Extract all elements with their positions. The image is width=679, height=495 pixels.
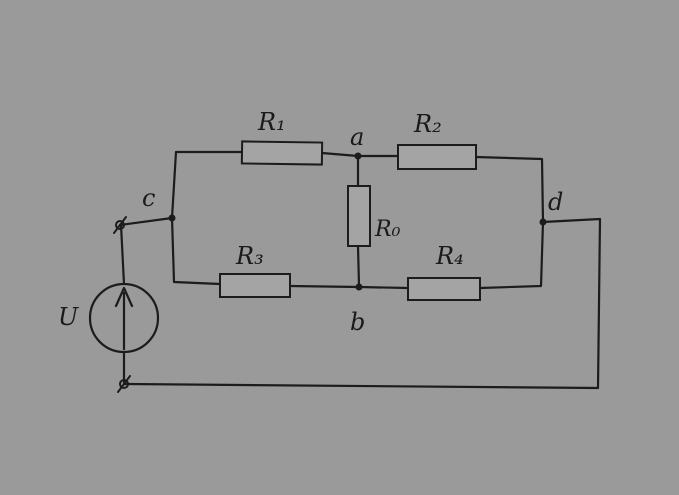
- label-node-a: a: [350, 123, 364, 151]
- wire-r1-a: [320, 151, 360, 158]
- wire-terminal-c: [118, 216, 174, 227]
- terminal-bottom: [117, 375, 131, 393]
- terminal-top: [113, 216, 127, 234]
- label-r1: R₁: [257, 108, 286, 136]
- resistor-r0: [347, 185, 371, 247]
- arrow-up-icon: [114, 286, 134, 308]
- label-node-b: b: [350, 308, 365, 336]
- source-circle: [88, 282, 160, 354]
- label-source-u: U: [58, 303, 79, 331]
- wire-c-bottom: [170, 216, 222, 286]
- label-node-c: c: [142, 184, 155, 212]
- node-b-dot: [355, 283, 363, 291]
- label-r3: R₃: [235, 242, 264, 270]
- resistor-r4: [407, 277, 481, 301]
- label-r2: R₂: [413, 110, 442, 138]
- voltage-source: [88, 282, 160, 354]
- node-c-dot: [168, 214, 176, 222]
- resistor-r2: [397, 144, 477, 170]
- wires: [118, 150, 602, 390]
- label-node-d: d: [548, 188, 563, 216]
- resistor-r1: [240, 140, 324, 166]
- label-r4: R₄: [435, 242, 464, 270]
- node-d-dot: [539, 218, 547, 226]
- label-r0: R₀: [374, 217, 401, 242]
- wire-source-top: [119, 223, 126, 286]
- wire-d-return: [122, 217, 602, 390]
- wire-r2-d: [474, 155, 545, 224]
- wire-r0-b: [356, 244, 361, 288]
- wire-c-top: [170, 150, 244, 220]
- node-a-dot: [354, 152, 362, 160]
- wire-b-r4: [357, 285, 410, 290]
- wire-r4-d: [478, 220, 545, 290]
- wire-r3-b: [288, 284, 361, 289]
- resistor-r3: [219, 273, 291, 298]
